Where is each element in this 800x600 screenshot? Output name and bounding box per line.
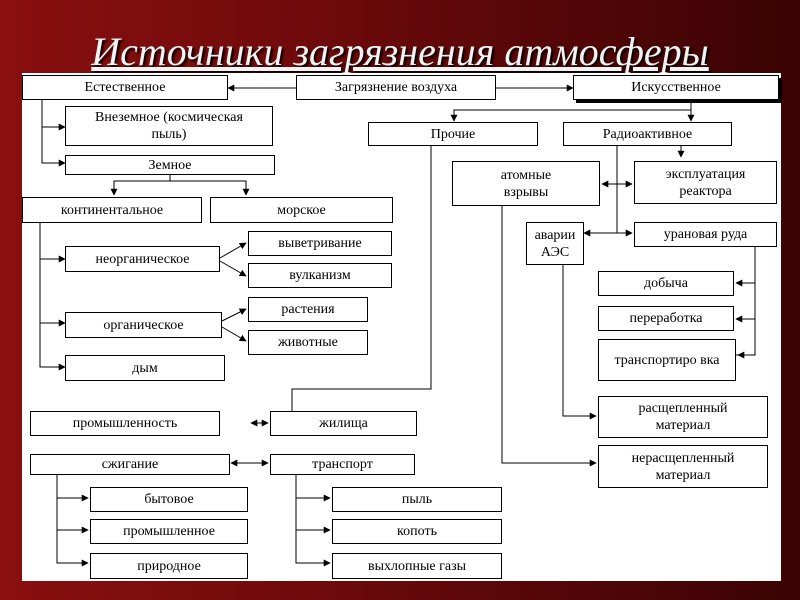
node-extraterrestrial: Внеземное (космическая пыль) <box>65 106 273 146</box>
node-artificial: Искусственное <box>573 75 779 100</box>
node-weathering: выветривание <box>248 231 392 256</box>
node-other: Прочие <box>368 122 538 146</box>
node-housing: жилища <box>270 411 417 436</box>
node-inorganic: неорганическое <box>65 246 220 272</box>
connector-lines <box>39 84 756 567</box>
node-organic: органическое <box>65 312 222 338</box>
node-soot: копоть <box>332 519 502 544</box>
node-processing: переработка <box>598 306 734 331</box>
node-plants: растения <box>248 297 368 322</box>
node-burning: сжигание <box>30 454 230 475</box>
node-marine: морское <box>210 197 393 223</box>
node-uranium-ore: урановая руда <box>634 222 777 247</box>
node-industry: промышленность <box>30 411 220 436</box>
node-natural-burning: природное <box>90 553 248 579</box>
node-non-fission-material: нерасщепленный материал <box>598 445 768 488</box>
node-industrial: промышленное <box>90 519 248 544</box>
node-transport: транспорт <box>270 454 415 475</box>
node-atomic-explosions: атомные взрывы <box>452 161 600 206</box>
node-smoke: дым <box>65 355 225 381</box>
node-continental: континентальное <box>22 197 202 223</box>
node-root: Загрязнение воздуха <box>296 75 496 100</box>
node-terrestrial: Земное <box>65 155 275 175</box>
node-mining: добыча <box>598 271 734 296</box>
node-natural: Естественное <box>22 75 228 100</box>
slide-title: Источники загрязнения атмосферы <box>91 29 709 74</box>
node-fission-material: расщепленный материал <box>598 396 768 438</box>
diagram-panel: Естественное Загрязнение воздуха Искусст… <box>22 73 781 581</box>
node-volcanism: вулканизм <box>248 263 392 288</box>
node-transportation: транспортиро вка <box>598 339 736 381</box>
node-radioactive: Радиоактивное <box>563 122 732 146</box>
node-household: бытовое <box>90 487 248 512</box>
node-reactor-operation: эксплуатация реактора <box>634 161 777 204</box>
node-exhaust: выхлопные газы <box>332 553 502 579</box>
node-dust: пыль <box>332 487 502 512</box>
node-animals: животные <box>248 330 368 355</box>
node-npp-accidents: аварии АЭС <box>526 222 584 265</box>
